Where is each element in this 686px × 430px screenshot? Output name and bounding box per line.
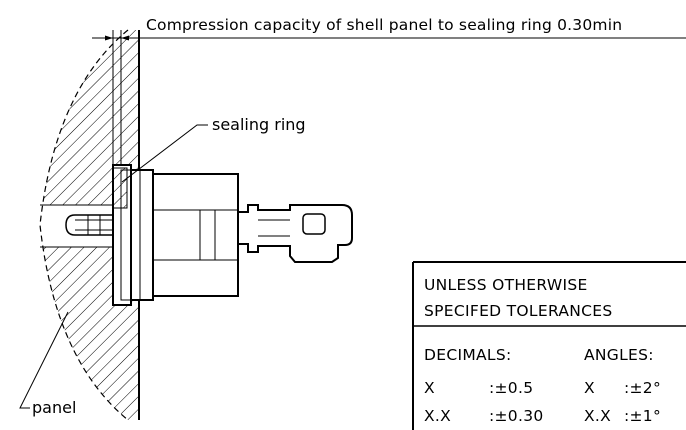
tolerance-row-1-decimal-format: X.X <box>424 407 451 425</box>
connector-housing <box>152 173 239 297</box>
compression-dimension: Compression capacity of shell panel to s… <box>92 16 686 175</box>
connector-latch <box>237 204 353 263</box>
tolerance-row-1-angle-format: X.X <box>584 407 611 425</box>
decimals-label: DECIMALS: <box>424 346 512 364</box>
terminal-pin <box>65 214 113 236</box>
tolerance-row-1-decimal-tolerance: :±0.30 <box>489 407 544 425</box>
tolerance-heading-line2: SPECIFED TOLERANCES <box>424 302 613 320</box>
panel-outer-curve <box>39 29 129 421</box>
latch-window <box>302 213 326 235</box>
sealing-ring-callout: sealing ring <box>121 115 306 183</box>
sealing-ring-leader <box>121 124 208 183</box>
panel-callout: panel <box>19 311 76 417</box>
panel-leader <box>19 311 69 409</box>
connector-assembly <box>65 164 353 306</box>
tolerance-row-0-angle-tolerance: :±2° <box>624 379 661 397</box>
tolerance-row-0-decimal-format: X <box>424 379 435 397</box>
tolerance-block: UNLESS OTHERWISE SPECIFED TOLERANCES DEC… <box>412 261 686 430</box>
tolerance-heading-line1: UNLESS OTHERWISE <box>424 276 588 294</box>
dimension-arrow-left <box>105 35 113 41</box>
angles-label: ANGLES: <box>584 346 654 364</box>
tolerance-row-1-angle-tolerance: :±1° <box>624 407 661 425</box>
sealing-ring-label: sealing ring <box>212 115 306 134</box>
tolerance-row-0-decimal-tolerance: :±0.5 <box>489 379 533 397</box>
connector-shoulder <box>130 169 154 301</box>
panel-label: panel <box>32 398 76 417</box>
tolerance-row-0-angle-format: X <box>584 379 595 397</box>
compression-note: Compression capacity of shell panel to s… <box>146 16 622 34</box>
sealing-ring-section <box>112 167 128 209</box>
